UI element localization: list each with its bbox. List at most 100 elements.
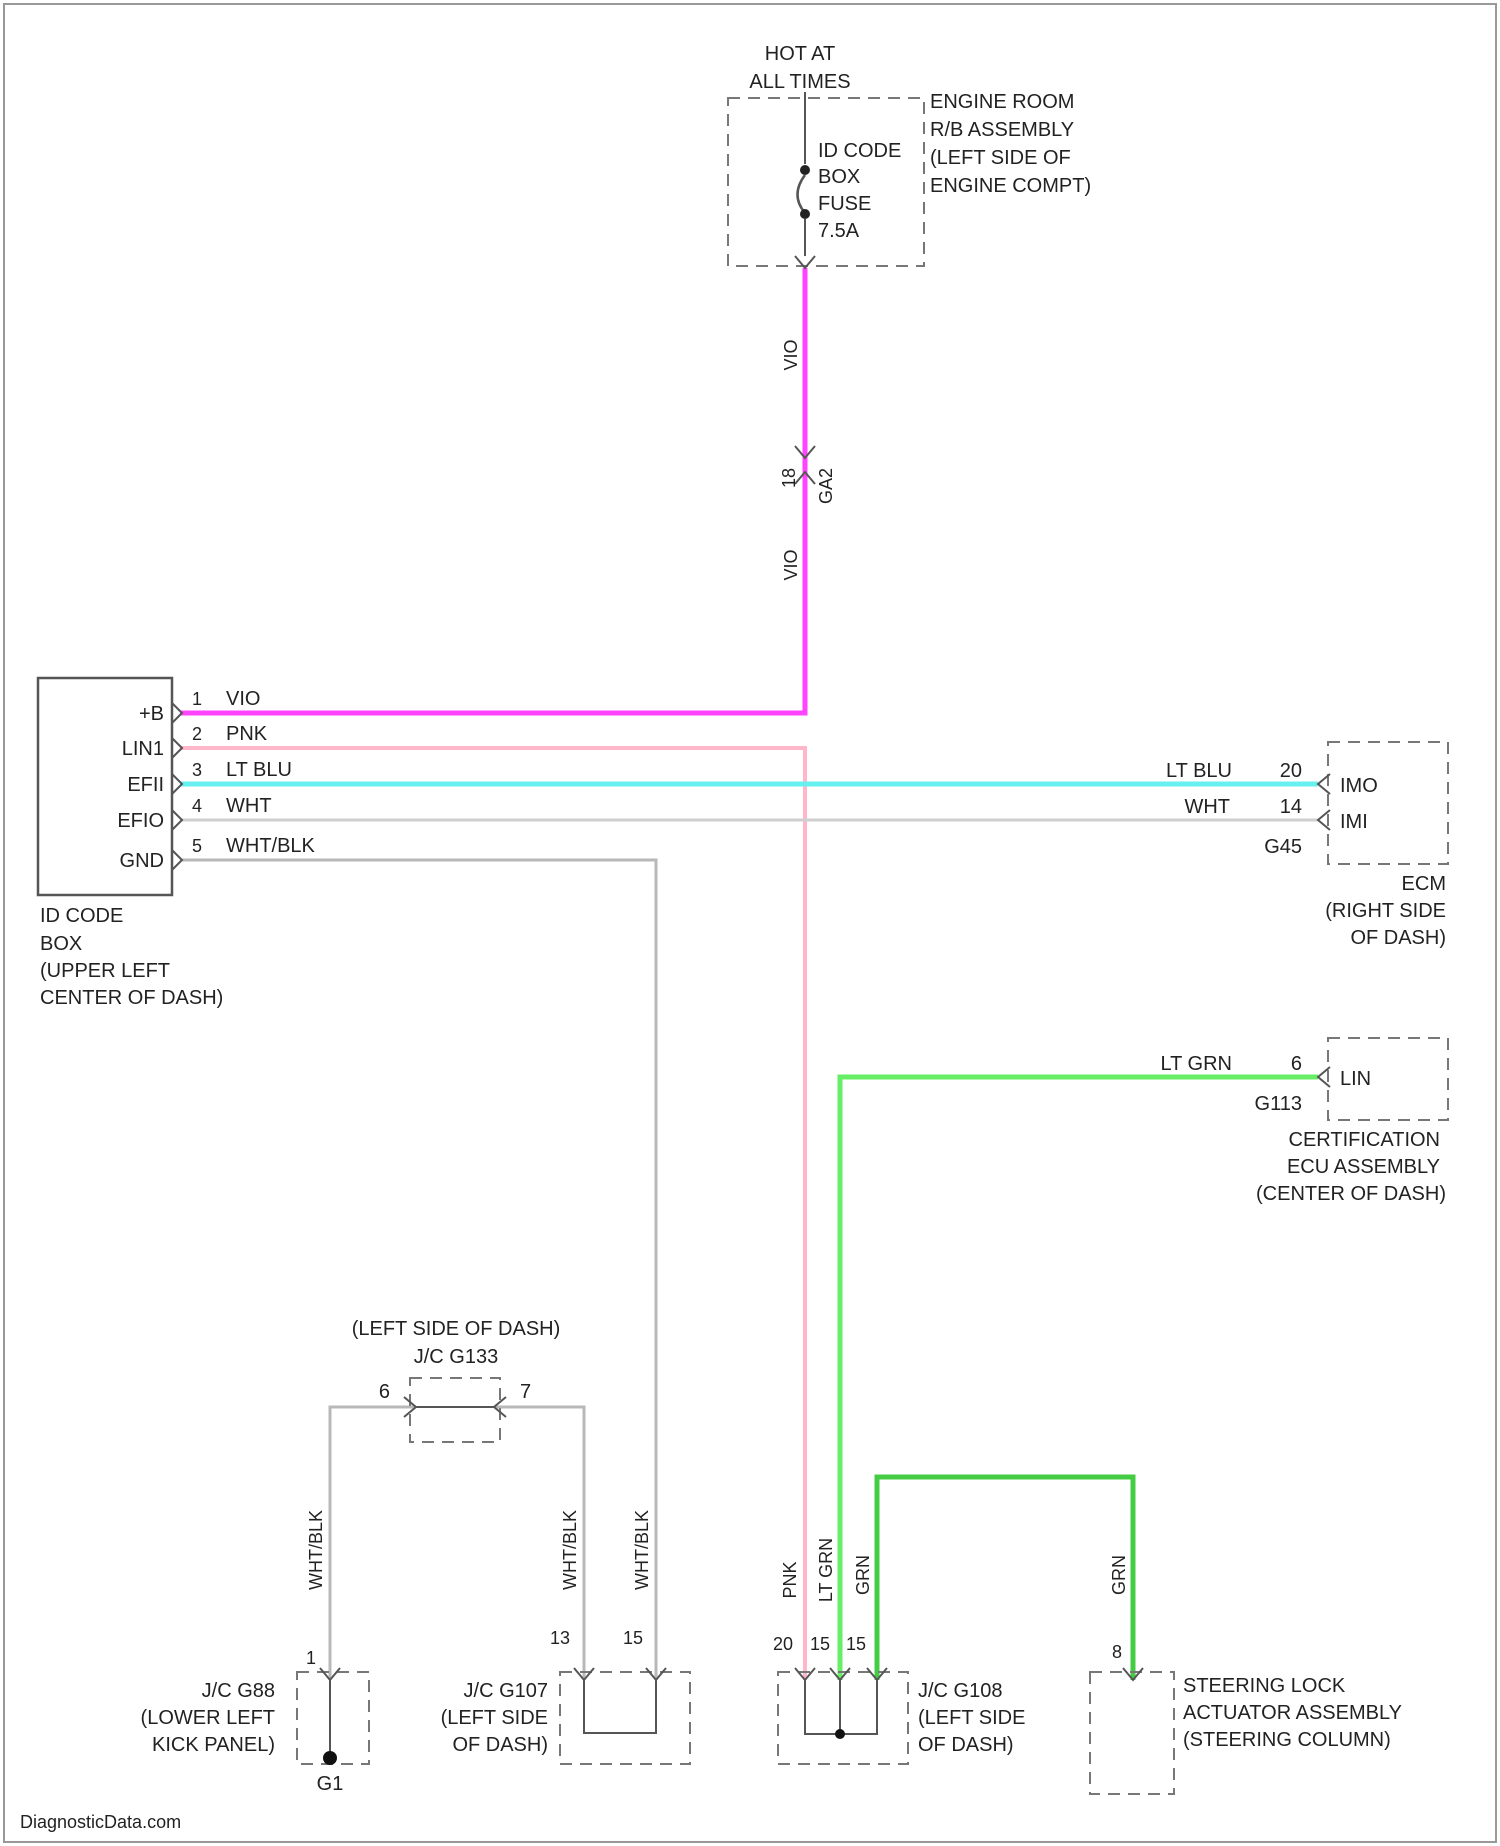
id-box-caption-4: CENTER OF DASH) [40,987,223,1009]
cert-ecu-wire-color: LT GRN [1161,1053,1233,1075]
cert-ecu-caption-3: (CENTER OF DASH) [1256,1183,1446,1205]
ecm-caption-1: ECM [1402,873,1446,895]
ecm-pin-imo-num: 20 [1280,760,1302,782]
jc-g108-caption-3: OF DASH) [918,1734,1014,1756]
jc-g88-caption-2: (LOWER LEFT [141,1707,275,1729]
cert-ecu-caption-1: CERTIFICATION [1289,1129,1440,1151]
label-wht-blk-2: WHT/BLK [560,1510,580,1590]
label-wht-blk-3: WHT/BLK [632,1510,652,1590]
wire-vio [180,268,805,713]
jc-g88: 1 G1 J/C G88 (LOWER LEFT KICK PANEL) [141,1648,369,1795]
cert-ecu-pin-num: 6 [1291,1053,1302,1075]
ecm-wire-lt-blu: LT BLU [1166,760,1232,782]
jc-g133-outline [410,1378,500,1442]
ecm-pin-imo-name: IMO [1340,775,1378,797]
fuse-node-top [800,165,810,175]
inline-connector-code: GA2 [816,468,836,504]
id-box-pin-name: EFII [127,774,164,796]
jc-g88-caption-1: J/C G88 [202,1680,275,1702]
id-box-caption-2: BOX [40,933,82,955]
jc-g107-caption-2: (LEFT SIDE [441,1707,548,1729]
jc-g107-outline [560,1672,690,1764]
jc-g88-outline [297,1672,369,1764]
jc-g88-caption-3: KICK PANEL) [152,1734,275,1756]
jc-g88-ground: G1 [317,1773,344,1795]
fuse-label-1: ID CODE [818,140,901,162]
vertical-wire-labels: WHT/BLK WHT/BLK WHT/BLK PNK LT GRN GRN G… [306,1510,1129,1602]
id-box-pin-wire-color: WHT [226,795,272,817]
label-lt-grn: LT GRN [816,1538,836,1602]
id-box-caption-3: (UPPER LEFT [40,960,170,982]
jc-g108-pin-3: 15 [846,1634,866,1654]
jc-g108-pin-1: 20 [773,1634,793,1654]
rb-name-1: ENGINE ROOM [930,91,1074,113]
id-box-pin-wire-color: WHT/BLK [226,835,316,857]
jc-g133: (LEFT SIDE OF DASH) J/C G133 6 7 [352,1318,561,1442]
hot-label-1: HOT AT [765,43,835,65]
steering-caption-2: ACTUATOR ASSEMBLY [1183,1702,1402,1724]
label-grn-1: GRN [853,1555,873,1595]
inline-connector-pin: 18 [779,468,799,488]
ecm-caption-2: (RIGHT SIDE [1325,900,1446,922]
ecm-outline [1328,742,1448,864]
id-box-pin-number: 4 [192,796,202,816]
jc-g133-pin-left: 6 [379,1381,390,1403]
label-pnk: PNK [780,1561,800,1598]
label-wht-blk-1: WHT/BLK [306,1510,326,1590]
wire-wht-blk-g133-left [330,1407,416,1680]
id-box-pin-number: 1 [192,689,202,709]
wire-lt-grn [840,1077,1318,1680]
fuse-label-2: BOX [818,166,860,188]
fuse-symbol [798,175,806,213]
jc-g108-splice-node [835,1729,845,1739]
wires [180,268,1318,1680]
wire-pnk [180,748,805,1680]
jc-g108-pin-2: 15 [810,1634,830,1654]
jc-g133-title-2: J/C G133 [414,1346,498,1368]
id-box-pin-name: EFIO [117,810,164,832]
certification-ecu: LIN 6 LT GRN G113 CERTIFICATION ECU ASSE… [1161,1038,1449,1205]
ecm: IMO IMI 20 14 LT BLU WHT G45 ECM (RIGHT … [1166,742,1448,949]
label-grn-2: GRN [1109,1555,1129,1595]
jc-g107-caption-3: OF DASH) [452,1734,548,1756]
ecm-pin-imi-num: 14 [1280,796,1302,818]
jc-g107-pin-1: 13 [550,1628,570,1648]
id-box-pin-number: 5 [192,836,202,856]
jc-g107-caption-1: J/C G107 [464,1680,548,1702]
engine-room-rb-assembly: HOT AT ALL TIMES ID CODE BOX FUSE 7.5A E… [728,43,1091,268]
diagram-frame [4,4,1496,1842]
jc-g108-caption-2: (LEFT SIDE [918,1707,1025,1729]
steering-lock-actuator: 8 STEERING LOCK ACTUATOR ASSEMBLY (STEER… [1090,1642,1402,1794]
ecm-connector: G45 [1264,836,1302,858]
id-box-pin-name: LIN1 [122,738,164,760]
jc-g133-pin-right: 7 [520,1381,531,1403]
id-box-pin-name: +B [139,703,164,725]
ecm-caption-3: OF DASH) [1350,927,1446,949]
jc-g107-pin-2: 15 [623,1628,643,1648]
fuse-label-3: FUSE [818,193,871,215]
hot-label-2: ALL TIMES [749,71,850,93]
cert-ecu-connector: G113 [1255,1093,1302,1115]
id-box-pin-wire-color: PNK [226,723,268,745]
wire-grn [877,1477,1133,1680]
steering-caption-1: STEERING LOCK [1183,1675,1346,1697]
vio-label-upper: VIO [781,339,801,370]
steering-lock-pin: 8 [1112,1642,1122,1662]
rb-name-3: (LEFT SIDE OF [930,147,1071,169]
ecm-wire-wht: WHT [1184,796,1230,818]
cert-ecu-caption-2: ECU ASSEMBLY [1287,1156,1440,1178]
id-box-pin-number: 3 [192,760,202,780]
steering-lock-outline [1090,1672,1174,1794]
jc-g133-title-1: (LEFT SIDE OF DASH) [352,1318,561,1340]
rb-name-2: R/B ASSEMBLY [930,119,1074,141]
jc-g108-caption-1: J/C G108 [918,1680,1002,1702]
ground-point-g1 [323,1751,337,1765]
jc-g88-pin: 1 [306,1648,316,1668]
id-box-pin-number: 2 [192,724,202,744]
ecm-pin-imi-name: IMI [1340,811,1368,833]
watermark: DiagnosticData.com [20,1812,181,1832]
